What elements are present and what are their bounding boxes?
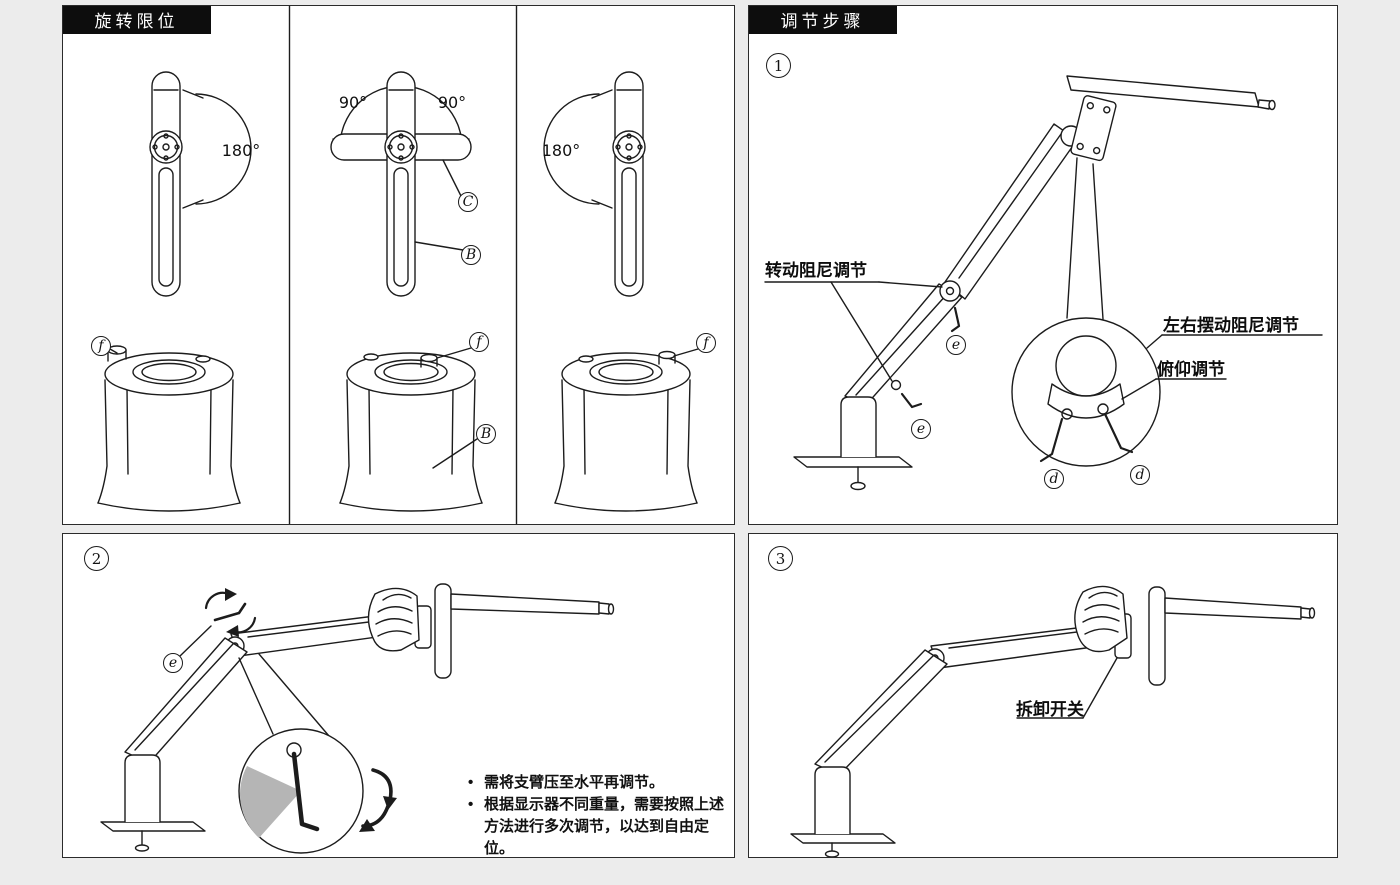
step2-panel: 2 e • 需将支臂压至水平再调节。 • 根据显示器不同重量，需要按照上述 方法… xyxy=(62,533,735,858)
label-leader-lines xyxy=(764,281,1323,400)
angle-label-180-left: 180° xyxy=(221,141,261,160)
monitor-illustration xyxy=(1148,586,1316,686)
rotation-diagrams-illustration xyxy=(97,6,699,524)
adjustment-notes: • 需将支臂压至水平再调节。 • 根据显示器不同重量，需要按照上述 方法进行多次… xyxy=(468,772,734,857)
marker-e-upper: e xyxy=(946,335,966,355)
step-number-2: 2 xyxy=(84,546,109,571)
rotation-arrows-icon xyxy=(359,768,397,832)
hex-key-rotate-icon xyxy=(204,588,257,637)
allen-key-magnifier-illustration xyxy=(238,728,364,854)
detach-switch-label: 拆卸开关 xyxy=(1016,700,1084,719)
marker-d-right: d xyxy=(1130,465,1150,485)
marker-f-col1: f xyxy=(91,336,111,356)
monitor-arm-illustration xyxy=(844,95,1117,406)
bullet-icon: • xyxy=(468,796,474,813)
adjustment-steps-panel: 调节步骤 1 转动阻尼调节 左右摆动阻尼调节 俯仰调节 e e d d xyxy=(748,5,1338,525)
arm-180-left-illustration xyxy=(149,71,252,297)
note-text: 需将支臂压至水平再调节。 xyxy=(484,774,665,791)
marker-c-col2: C xyxy=(458,192,478,212)
marker-b-base-col2: B xyxy=(476,424,496,444)
ball-joint-magnifier-illustration xyxy=(1011,317,1161,467)
marker-f-col2: f xyxy=(469,332,489,352)
rotation-limit-header: 旋转限位 xyxy=(63,6,211,34)
arm-180-right-illustration xyxy=(543,71,646,297)
step3-panel: 3 拆卸开关 xyxy=(748,533,1338,858)
bullet-icon: • xyxy=(468,774,474,791)
marker-b-arm-col2: B xyxy=(461,245,481,265)
adjustment-steps-header: 调节步骤 xyxy=(749,6,897,34)
desk-clamp-illustration xyxy=(793,396,913,491)
note-line-1: • 需将支臂压至水平再调节。 xyxy=(468,772,734,794)
rotation-damping-label: 转动阻尼调节 xyxy=(765,261,867,280)
step-number-1: 1 xyxy=(766,53,791,78)
damping-screws-illustration xyxy=(890,306,961,409)
note-indent xyxy=(468,816,484,857)
hand-illustration xyxy=(367,587,420,652)
marker-f-col3: f xyxy=(696,333,716,353)
monitor-illustration xyxy=(1066,75,1276,111)
label-leader-lines xyxy=(1016,657,1118,719)
angle-label-90-left: 90° xyxy=(338,93,368,112)
base-illustration xyxy=(554,348,699,512)
tilt-adjust-label: 俯仰调节 xyxy=(1157,360,1225,379)
marker-e-step2: e xyxy=(163,653,183,673)
note-text: 方法进行多次调节，以达到自由定位。 xyxy=(484,818,710,857)
angle-label-180-right: 180° xyxy=(541,141,581,160)
base-illustration xyxy=(339,347,483,512)
base-illustration xyxy=(97,345,241,512)
step3-illustration xyxy=(790,585,1316,857)
note-line-3: 方法进行多次调节，以达到自由定位。 xyxy=(468,816,734,857)
hand-illustration xyxy=(1074,585,1128,653)
swing-damping-label: 左右摆动阻尼调节 xyxy=(1163,316,1299,335)
step2-illustration xyxy=(100,583,615,854)
angle-label-90-right: 90° xyxy=(437,93,467,112)
rotation-limit-title: 旋转限位 xyxy=(94,12,179,31)
marker-e-lower: e xyxy=(911,419,931,439)
desk-clamp-illustration xyxy=(100,754,206,852)
desk-clamp-illustration xyxy=(790,766,896,857)
marker-d-left: d xyxy=(1044,469,1064,489)
rotation-limit-panel: 旋转限位 180° 90° 90° 180° f C B f B f xyxy=(62,5,735,525)
adjustment-steps-title: 调节步骤 xyxy=(780,12,865,31)
step-number-3: 3 xyxy=(768,546,793,571)
monitor-illustration xyxy=(434,583,615,679)
note-line-2: • 根据显示器不同重量，需要按照上述 xyxy=(468,794,734,816)
arm-90-90-illustration xyxy=(330,71,472,297)
note-text: 根据显示器不同重量，需要按照上述 xyxy=(484,796,725,813)
adjustment-step1-illustration xyxy=(764,75,1323,491)
